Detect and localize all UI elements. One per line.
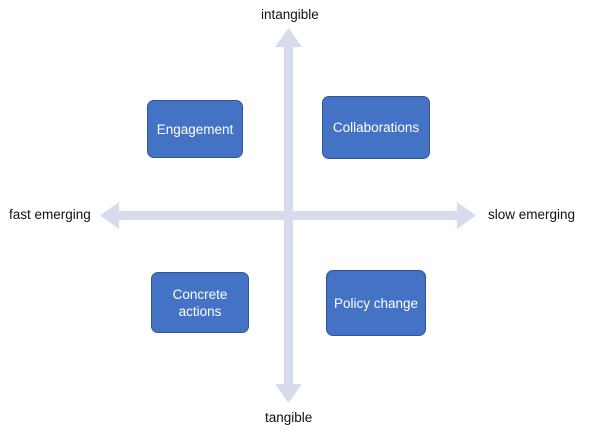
bottom-axis-label: tangible	[265, 410, 313, 425]
left-arrowhead	[100, 202, 119, 229]
down-arrowhead	[275, 384, 302, 403]
right-axis-label: slow emerging	[488, 207, 576, 222]
right-arrowhead	[457, 202, 476, 229]
left-axis-label: fast emerging	[9, 207, 91, 222]
up-arrowhead	[275, 28, 302, 47]
top-axis-label: intangible	[261, 7, 319, 22]
horizontal-axis-shaft	[118, 211, 458, 220]
quadrant-box-concrete-actions: Concrete actions	[151, 272, 249, 333]
quadrant-box-engagement: Engagement	[147, 100, 243, 158]
quadrant-box-policy-change: Policy change	[326, 270, 426, 336]
quadrant-box-collaborations: Collaborations	[322, 96, 430, 159]
